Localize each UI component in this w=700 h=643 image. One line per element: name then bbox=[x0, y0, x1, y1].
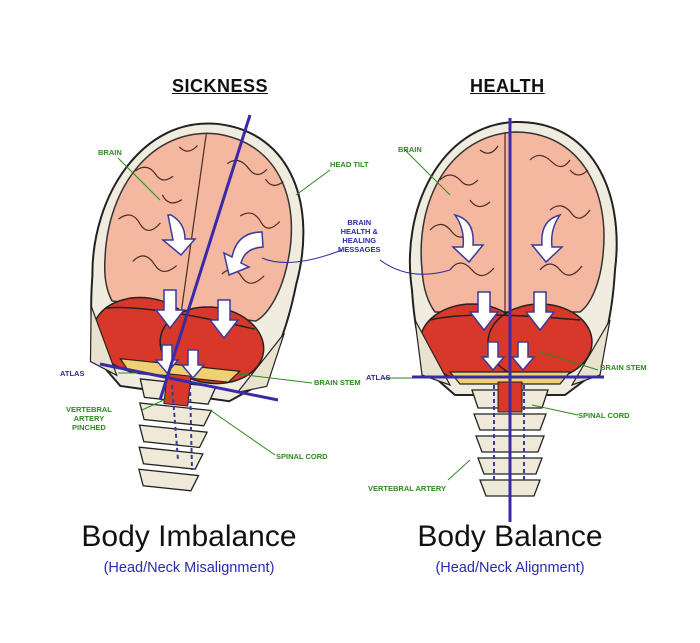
left-flow-arrows bbox=[154, 214, 264, 380]
left-subtitle: (Head/Neck Misalignment) bbox=[103, 560, 275, 576]
left-brain-stem-label: BRAIN STEM bbox=[314, 378, 361, 387]
sickness-heading: SICKNESS bbox=[172, 76, 269, 96]
right-spinal-cord-label: SPINAL CORD bbox=[578, 411, 630, 420]
health-heading: HEALTH bbox=[470, 76, 545, 96]
right-subtitle: (Head/Neck Alignment) bbox=[435, 560, 585, 576]
right-dashed-arrows bbox=[493, 385, 525, 480]
right-title: Body Balance bbox=[417, 520, 603, 553]
right-brain-stem-label: BRAIN STEM bbox=[600, 363, 647, 372]
left-atlas-label: ATLAS bbox=[60, 369, 85, 378]
left-brain-label: BRAIN bbox=[98, 148, 122, 157]
left-atlas-axis bbox=[99, 362, 279, 402]
vertebral-artery-pinched-label: VERTEBRAL ARTERY PINCHED bbox=[66, 405, 112, 432]
left-tilt-axis bbox=[158, 114, 252, 401]
message-leader-lines bbox=[261, 249, 451, 275]
left-title: Body Imbalance bbox=[81, 520, 297, 553]
right-brain-label: BRAIN bbox=[398, 145, 422, 154]
head-tilt-label: HEAD TILT bbox=[330, 160, 369, 169]
right-head bbox=[408, 120, 618, 396]
leader-lines bbox=[117, 149, 599, 481]
right-atlas-label: ATLAS bbox=[366, 373, 391, 382]
right-flow-arrows bbox=[451, 213, 564, 372]
vertebral-artery-label: VERTEBRAL ARTERY bbox=[368, 484, 447, 493]
left-spinal-cord-label: SPINAL CORD bbox=[276, 452, 328, 461]
left-dashed-arrows bbox=[171, 384, 193, 471]
brain-health-messages-label: BRAIN HEALTH & HEALING MESSAGES bbox=[338, 218, 381, 254]
